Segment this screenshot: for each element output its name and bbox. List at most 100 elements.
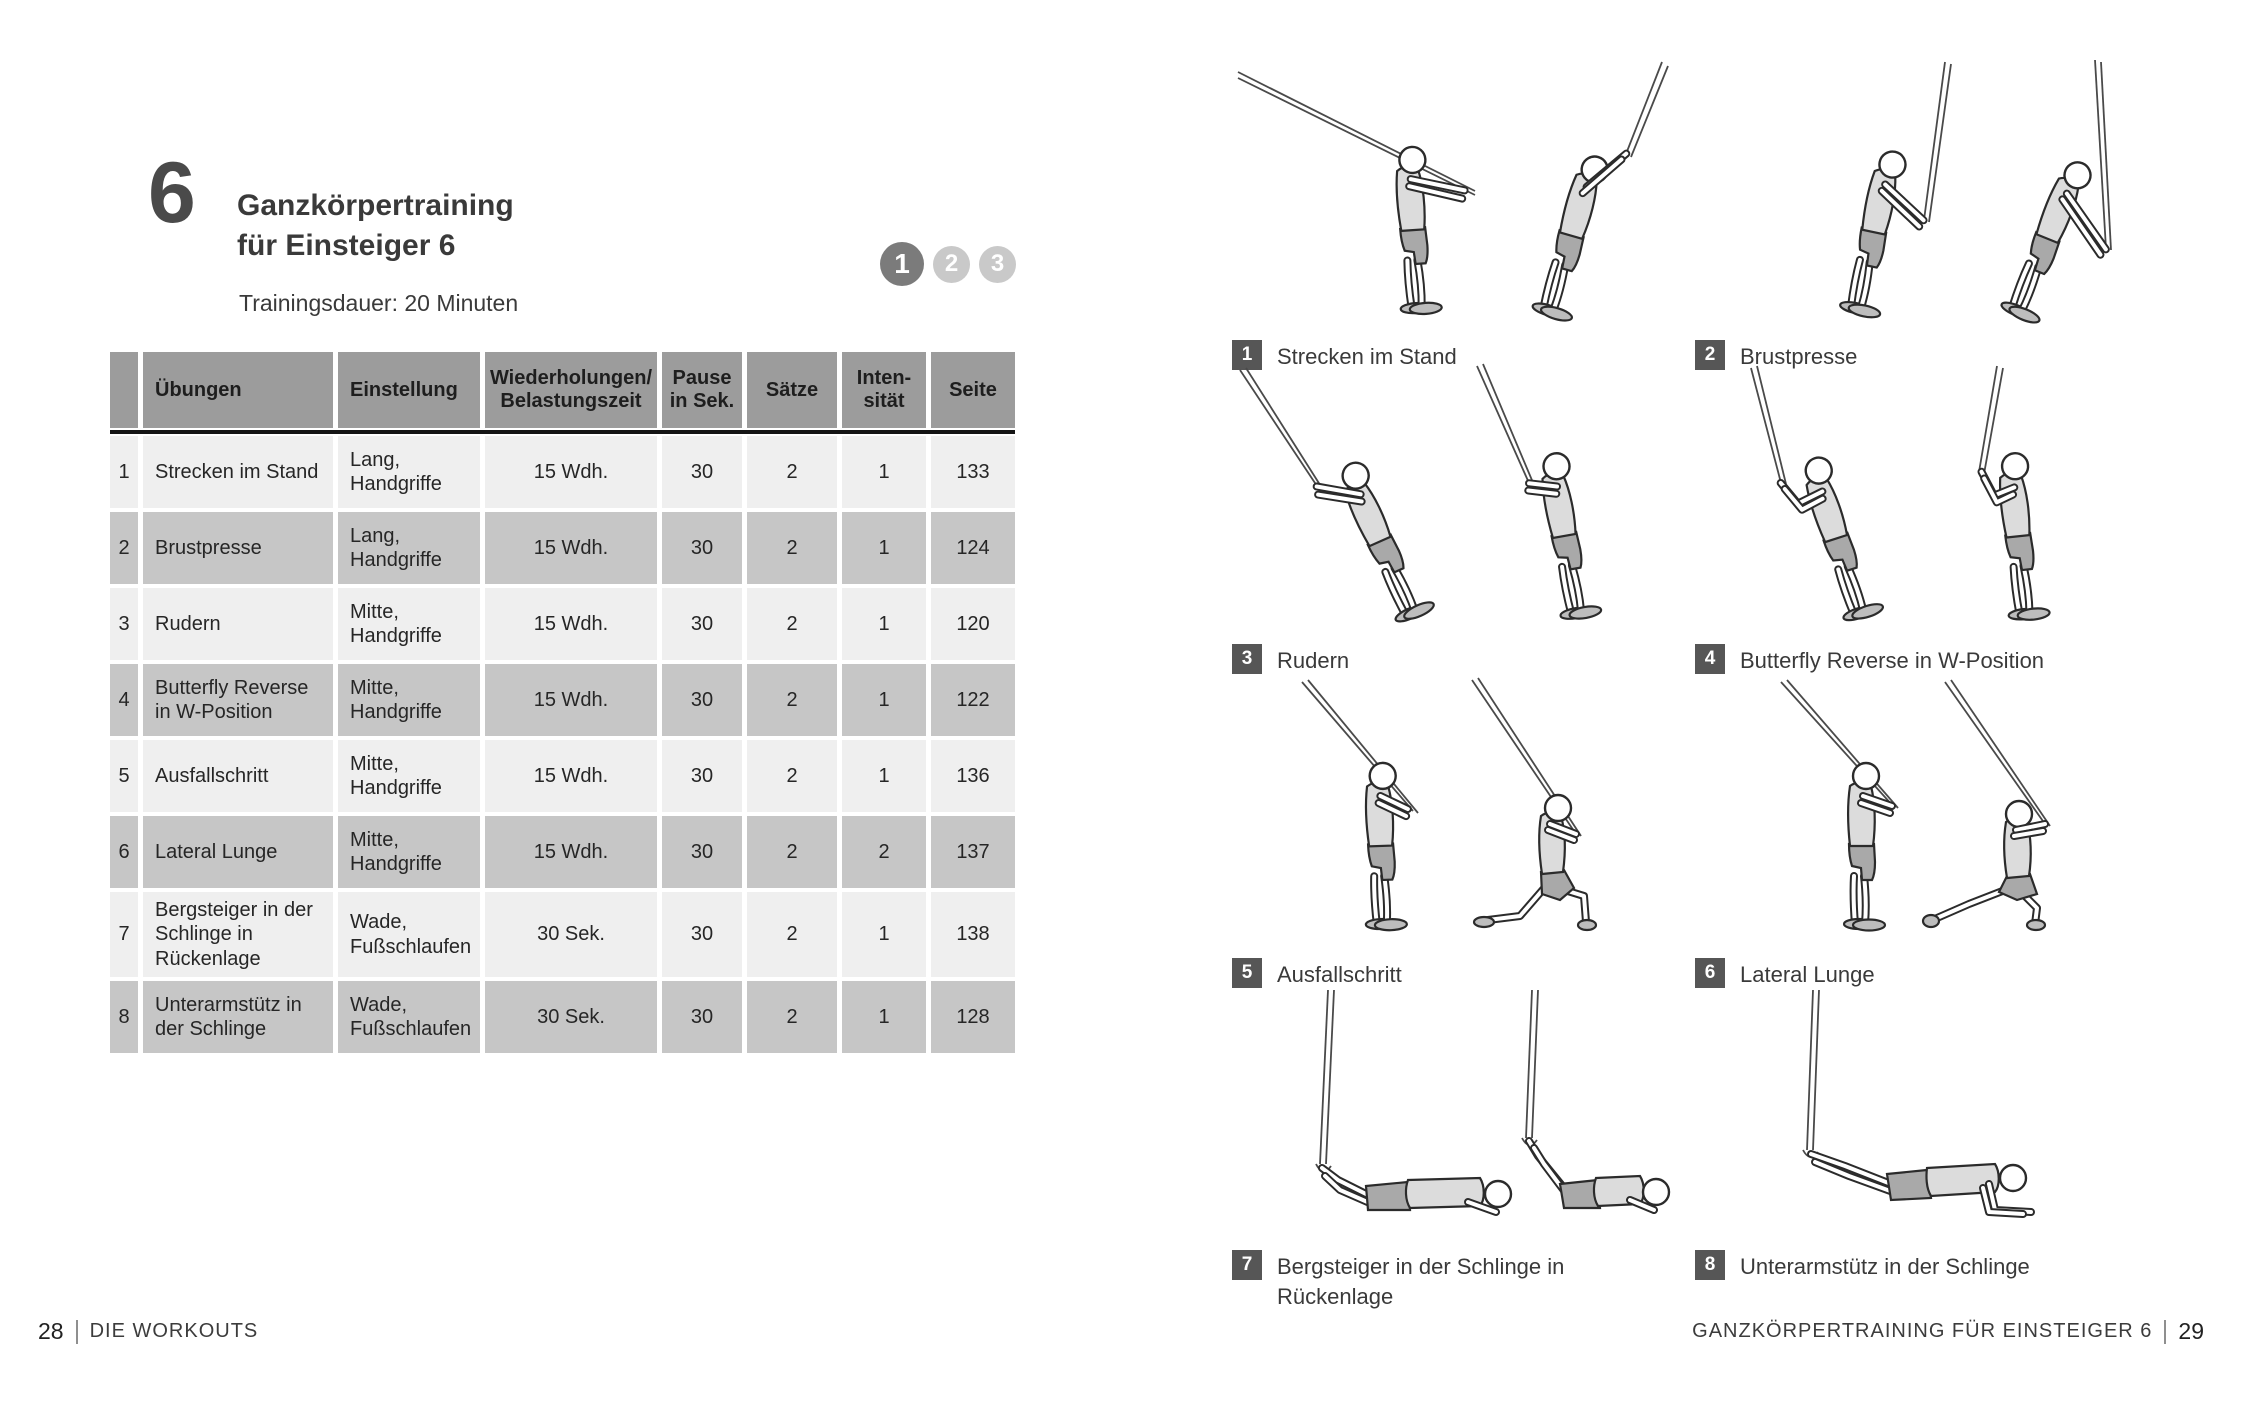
row-5-wdh: 15 Wdh. <box>485 740 657 812</box>
table-header-uebungen: Übungen <box>143 352 333 428</box>
row-7-uebung: Bergsteiger in der Schlinge in Rückenlag… <box>143 892 333 978</box>
row-4-saetze: 2 <box>747 664 837 736</box>
exercise-label-5: 5 Ausfallschritt <box>1232 958 1692 990</box>
row-6-wdh: 15 Wdh. <box>485 816 657 888</box>
exercise-cell-8: 8 Unterarmstütz in der Schlinge <box>1695 988 2155 1282</box>
row-8-wdh: 30 Sek. <box>485 981 657 1054</box>
exercise-cell-7: 7 Bergsteiger in der Schlinge in Rückenl… <box>1232 988 1692 1311</box>
row-6-einstellung: Mitte, Handgriffe <box>338 816 480 888</box>
exercise-badge-7: 7 <box>1232 1250 1262 1280</box>
row-1-pause: 30 <box>662 436 742 508</box>
exercise-cell-5: 5 Ausfallschritt <box>1232 676 1692 990</box>
row-1-saetze: 2 <box>747 436 837 508</box>
chapter-number: 6 <box>148 145 196 241</box>
row-3-num: 3 <box>110 588 138 660</box>
row-6-saetze: 2 <box>747 816 837 888</box>
table-header-rule <box>110 430 1015 434</box>
exercise-badge-1: 1 <box>1232 340 1262 370</box>
row-1-seite: 133 <box>931 436 1015 508</box>
row-3-intensitaet: 1 <box>842 588 926 660</box>
exercise-illustration-unterarmstuetz-schlinge <box>1802 989 2035 1218</box>
row-4-wdh: 15 Wdh. <box>485 664 657 736</box>
row-3-saetze: 2 <box>747 588 837 660</box>
row-6-seite: 137 <box>931 816 1015 888</box>
exercise-illustration-butterfly-reverse <box>1750 365 2145 640</box>
page-title-line1: Ganzkörpertraining <box>237 189 514 222</box>
row-5-intensitaet: 1 <box>842 740 926 812</box>
row-4-seite: 122 <box>931 664 1015 736</box>
row-8-pause: 30 <box>662 981 742 1054</box>
level-circle-2: 2 <box>933 245 970 283</box>
row-2-einstellung: Lang, Handgriffe <box>338 512 480 584</box>
row-8-num: 8 <box>110 981 138 1054</box>
row-7-saetze: 2 <box>747 892 837 978</box>
row-4-uebung: Butterfly Reverse in W-Position <box>143 664 333 736</box>
row-5-einstellung: Mitte, Handgriffe <box>338 740 480 812</box>
page-number-left: 28 <box>38 1318 64 1344</box>
exercise-cell-2: 2 Brustpresse <box>1695 58 2155 372</box>
row-1-uebung: Strecken im Stand <box>143 436 333 508</box>
exercise-illustration-lateral-lunge <box>1780 679 2051 954</box>
table-header-einstellung: Einstellung <box>338 352 480 428</box>
exercise-name-5: Ausfallschritt <box>1277 962 1402 987</box>
row-3-uebung: Rudern <box>143 588 333 660</box>
exercise-label-4: 4 Butterfly Reverse in W-Position <box>1695 644 2155 676</box>
exercise-name-1: Strecken im Stand <box>1277 344 1457 369</box>
exercise-label-7: 7 Bergsteiger in der Schlinge in Rückenl… <box>1232 1250 1692 1311</box>
row-6-intensitaet: 2 <box>842 816 926 888</box>
exercise-name-2: Brustpresse <box>1740 344 1858 369</box>
page-title-line2: für Einsteiger 6 <box>237 228 456 262</box>
exercise-label-2: 2 Brustpresse <box>1695 340 2155 372</box>
row-8-uebung: Unterarmstütz in der Schlinge <box>143 981 333 1054</box>
table-header-num <box>110 352 138 428</box>
row-8-saetze: 2 <box>747 981 837 1054</box>
row-2-pause: 30 <box>662 512 742 584</box>
row-4-num: 4 <box>110 664 138 736</box>
level-circle-3: 3 <box>979 245 1016 283</box>
row-6-pause: 30 <box>662 816 742 888</box>
exercise-illustration-ausfallschritt <box>1301 677 1598 954</box>
row-2-intensitaet: 1 <box>842 512 926 584</box>
row-7-wdh: 30 Sek. <box>485 892 657 978</box>
table-header-saetze: Sätze <box>747 352 837 428</box>
row-5-uebung: Ausfallschritt <box>143 740 333 812</box>
row-8-seite: 128 <box>931 981 1015 1054</box>
row-5-num: 5 <box>110 740 138 812</box>
row-7-seite: 138 <box>931 892 1015 978</box>
exercise-label-8: 8 Unterarmstütz in der Schlinge <box>1695 1250 2155 1282</box>
row-5-pause: 30 <box>662 740 742 812</box>
row-3-wdh: 15 Wdh. <box>485 588 657 660</box>
row-7-intensitaet: 1 <box>842 892 926 978</box>
exercise-label-3: 3 Rudern <box>1232 644 1692 676</box>
exercise-badge-5: 5 <box>1232 958 1262 988</box>
row-4-intensitaet: 1 <box>842 664 926 736</box>
row-2-num: 2 <box>110 512 138 584</box>
row-6-uebung: Lateral Lunge <box>143 816 333 888</box>
row-1-intensitaet: 1 <box>842 436 926 508</box>
row-3-pause: 30 <box>662 588 742 660</box>
table-header-seite: Seite <box>931 352 1015 428</box>
page-title: Ganzkörpertraining für Einsteiger 6 <box>237 186 514 265</box>
exercise-name-4: Butterfly Reverse in W-Position <box>1740 648 2045 673</box>
exercise-label-6: 6 Lateral Lunge <box>1695 958 2155 990</box>
row-3-seite: 120 <box>931 588 1015 660</box>
exercise-illustration-brustpresse <box>1695 59 2112 336</box>
level-indicator: 1 2 3 <box>880 242 1016 286</box>
row-6-num: 6 <box>110 816 138 888</box>
row-7-pause: 30 <box>662 892 742 978</box>
row-1-einstellung: Lang, Handgriffe <box>338 436 480 508</box>
workout-table: Übungen Einstellung Wiederholungen/ Bela… <box>110 352 1015 1054</box>
footer-separator <box>75 1319 78 1344</box>
row-8-intensitaet: 1 <box>842 981 926 1054</box>
row-2-uebung: Brustpresse <box>143 512 333 584</box>
exercise-badge-8: 8 <box>1695 1250 1725 1280</box>
training-duration: Trainingsdauer: 20 Minuten <box>239 290 519 316</box>
level-circle-1: 1 <box>880 242 924 286</box>
row-5-saetze: 2 <box>747 740 837 812</box>
row-1-wdh: 15 Wdh. <box>485 436 657 508</box>
table-header-pause: Pause in Sek. <box>662 352 742 428</box>
exercise-badge-2: 2 <box>1695 340 1725 370</box>
exercise-name-8: Unterarmstütz in der Schlinge <box>1740 1254 2030 1279</box>
row-7-num: 7 <box>110 892 138 978</box>
exercise-illustration-rudern <box>1239 363 1682 640</box>
